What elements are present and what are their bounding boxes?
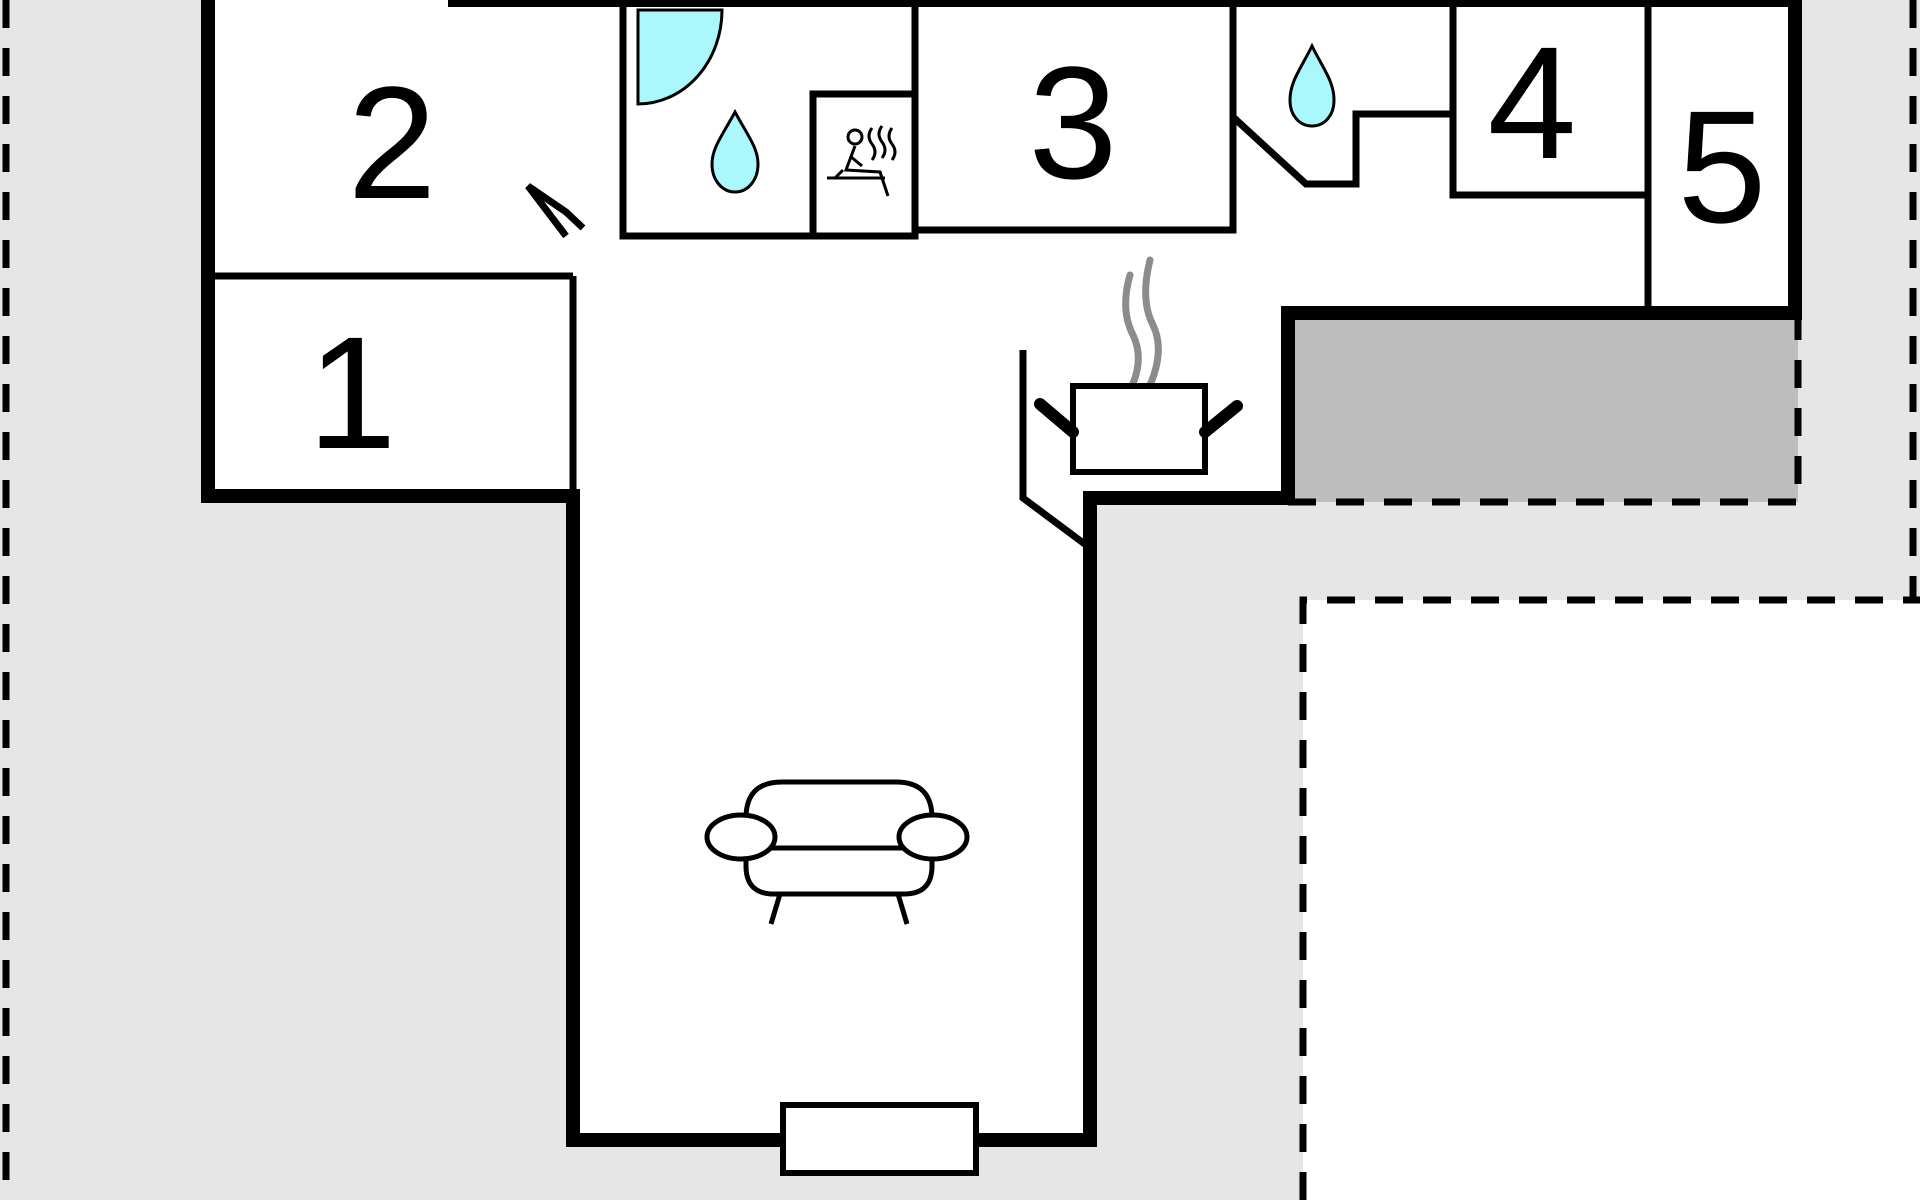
sauna-icon xyxy=(827,125,897,197)
sofa-icon xyxy=(704,779,970,925)
garden-plot xyxy=(1303,600,1920,1200)
water-drop-icon xyxy=(710,108,760,194)
interior-walls xyxy=(208,6,1652,548)
exterior-walls xyxy=(201,0,1802,1147)
entrance-step xyxy=(780,1102,979,1176)
cooking-pot-icon xyxy=(1034,256,1243,475)
room-number-2: 2 xyxy=(348,53,437,232)
door-swing xyxy=(636,8,724,106)
house-interior xyxy=(208,0,1795,1140)
room-number-1: 1 xyxy=(308,303,397,482)
covered-terrace xyxy=(1288,315,1798,502)
water-drop-icon xyxy=(1288,42,1336,128)
room-number-3: 3 xyxy=(1029,33,1118,212)
room-number-5: 5 xyxy=(1678,77,1767,256)
room-number-4: 4 xyxy=(1488,13,1577,192)
